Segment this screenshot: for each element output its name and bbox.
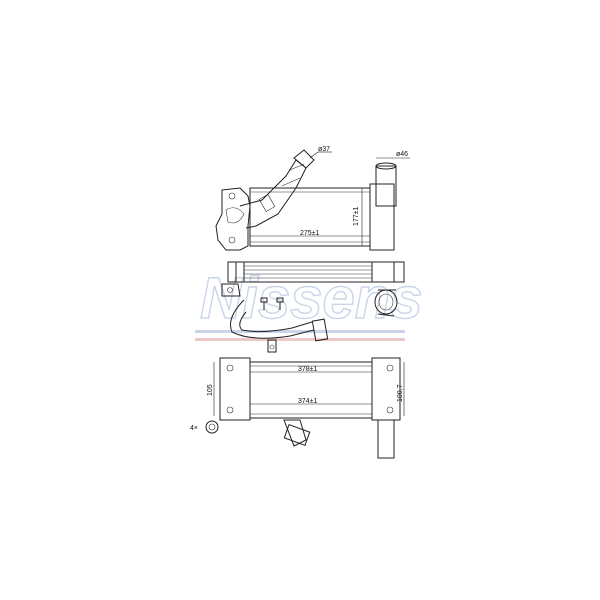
- top-left-tank: [215, 187, 251, 251]
- watermark-stripe-blue: [195, 330, 405, 333]
- mid-pipe-tab-hole: [269, 344, 275, 350]
- top-core: [249, 187, 371, 247]
- bot-left-tank: [219, 357, 251, 421]
- label-bot-height-right: 100,7: [397, 384, 404, 402]
- bolt-washer-inner: [208, 423, 216, 431]
- middle-view: [221, 261, 405, 353]
- bot-inlet-flange: [283, 424, 311, 446]
- watermark-stripe-red: [195, 338, 405, 341]
- top-view: ø37 ø46 275±1 177±1: [215, 146, 410, 251]
- label-outlet-dia: ø46: [396, 151, 408, 158]
- mid-inlet-pipe: [230, 299, 315, 339]
- mid-bracket-hole: [227, 287, 233, 293]
- label-top-width: 275±1: [300, 230, 320, 237]
- bot-mount-hole: [386, 406, 394, 414]
- mid-outlet-pipe-inner: [378, 293, 394, 311]
- bolt-washer-icon: [205, 420, 219, 434]
- label-top-height: 177±1: [353, 206, 360, 226]
- top-tank-detail: [225, 207, 245, 224]
- top-inlet-pipe-ribs: [281, 163, 305, 187]
- top-mount-hole: [228, 236, 236, 244]
- mid-core: [235, 261, 405, 283]
- mid-bolts: [260, 297, 284, 310]
- mid-left-tank: [227, 261, 245, 283]
- mid-bracket: [221, 283, 241, 297]
- label-inlet-dia: ø37: [318, 146, 330, 153]
- mid-pipe-tab: [267, 339, 277, 353]
- bot-mount-hole: [226, 406, 234, 414]
- watermark: Nissens: [195, 265, 423, 341]
- dim-leader: [309, 151, 319, 159]
- label-bot-width-lower: 374±1: [298, 398, 318, 405]
- top-outlet-pipe: [375, 165, 397, 207]
- bottom-view: 378±1 374±1 105 100,7 4×: [190, 357, 405, 459]
- bot-mount-hole: [226, 364, 234, 372]
- mid-inlet-pipe-inner: [239, 311, 313, 333]
- label-bot-height-left: 105: [207, 384, 214, 396]
- top-inlet-bracket: [258, 194, 276, 212]
- mid-outlet-clamp: [377, 289, 396, 317]
- label-bot-width-upper: 378±1: [298, 366, 318, 373]
- bot-inlet-pipe: [283, 419, 307, 447]
- top-inlet-flange: [293, 149, 315, 169]
- label-bolt-qty: 4×: [190, 425, 198, 432]
- top-mount-hole: [228, 192, 236, 200]
- top-outlet-pipe-end: [375, 162, 397, 170]
- top-right-tank: [369, 183, 395, 251]
- mid-right-tank: [371, 261, 395, 283]
- bot-right-tank: [371, 357, 401, 421]
- mid-inlet-flange: [311, 318, 329, 342]
- bot-outlet-pipe: [377, 419, 395, 459]
- watermark-logo: Nissens: [200, 266, 422, 331]
- bot-mount-hole: [386, 364, 394, 372]
